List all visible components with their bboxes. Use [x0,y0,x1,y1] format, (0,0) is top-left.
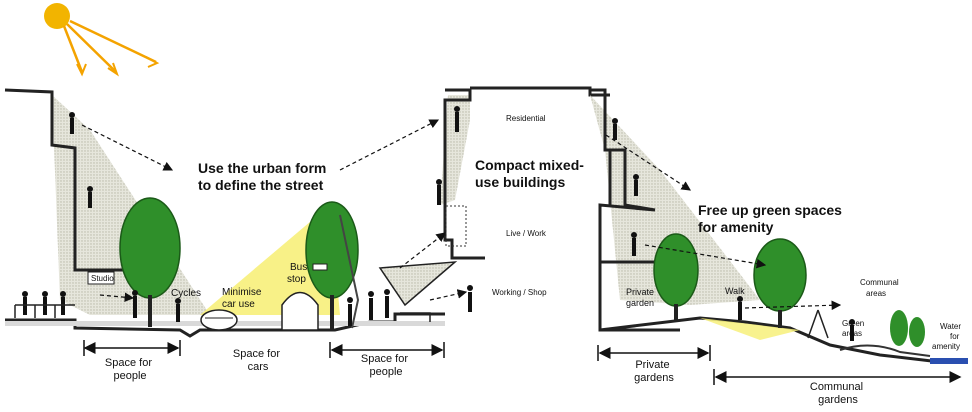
sightline [430,292,466,300]
label-communal-areas: Communal areas [860,278,901,298]
heading-urban-form: Use the urban form to define the street [198,160,330,193]
label-residential: Residential [506,114,546,123]
sun-icon [44,3,157,74]
dim-communal-gardens: Communal gardens [810,381,866,406]
label-green-areas: Green areas [842,319,866,338]
label-private-garden: Private garden [626,287,657,308]
label-studio: Studio [91,274,114,283]
dim-space-people-right: Space for people [361,353,411,378]
label-water: Water for amenity [932,322,963,351]
label-walk: Walk [725,286,745,296]
label-cycles: Cycles [171,288,201,299]
car-icon [282,293,318,331]
label-working-shop: Working / Shop [492,288,547,297]
dim-space-people-left: Space for people [105,357,155,382]
dim-space-cars: Space for cars [233,348,283,373]
label-live-work: Live / Work [506,229,547,238]
heading-compact: Compact mixed- use buildings [475,157,588,190]
sightline [340,120,438,170]
dim-private-gardens: Private gardens [634,359,674,384]
heading-green-spaces: Free up green spaces for amenity [698,202,846,235]
shop-awning [380,262,455,305]
car-icon [201,310,237,330]
water-feature [930,358,968,364]
tree-icon [890,310,925,347]
tree-icon [754,239,806,328]
